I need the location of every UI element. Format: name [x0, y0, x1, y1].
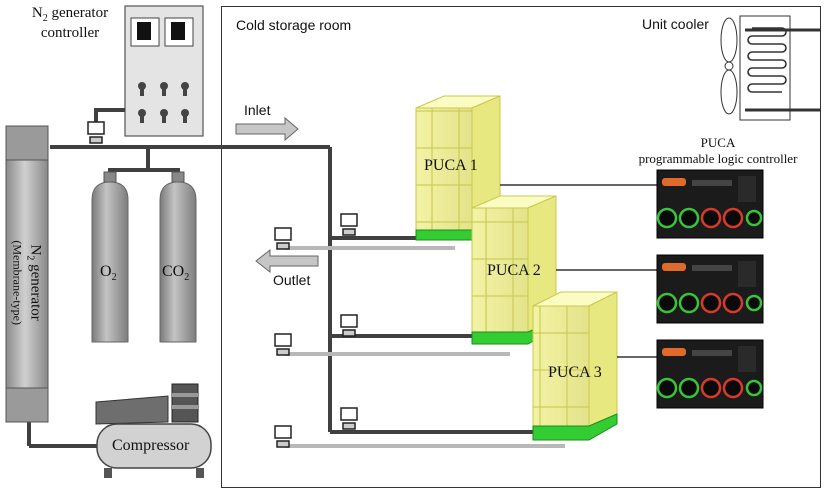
puca-2-label: PUCA 2	[487, 262, 541, 279]
cold-storage-room-boundary	[221, 6, 821, 488]
inlet-valve-1-icon	[340, 213, 358, 236]
outlet-label: Outlet	[273, 272, 311, 288]
unit-cooler-label: Unit cooler	[642, 16, 709, 32]
plc-panel-1	[656, 169, 764, 239]
plc-panel-2	[656, 254, 764, 324]
n2-controller-label: N2 generator controller	[31, 5, 109, 41]
unit-cooler	[720, 15, 821, 121]
cold-storage-room-label: Cold storage room	[236, 17, 352, 33]
outlet-valve-1-icon	[274, 227, 292, 250]
outlet-pipes	[285, 246, 565, 448]
inlet-arrow	[235, 116, 299, 142]
inlet-valve-2-icon	[340, 314, 358, 337]
generator-valve-icon	[87, 121, 105, 144]
co2-cylinder-label: CO2	[162, 263, 190, 284]
puca-1-label: PUCA 1	[424, 157, 478, 174]
plc-panel-3	[656, 339, 764, 409]
compressor-unit	[95, 383, 212, 478]
outlet-valve-2-icon	[274, 333, 292, 356]
o2-cylinder-label: O2	[100, 263, 117, 284]
puca-plc-heading: PUCA programmable logic controller	[638, 135, 798, 166]
n2-generator-column	[5, 125, 49, 423]
outlet-valve-3-icon	[274, 425, 292, 448]
plc-signal-lines	[500, 184, 657, 358]
inlet-valve-3-icon	[340, 407, 358, 430]
puca-3-container	[532, 291, 618, 441]
inlet-label: Inlet	[244, 102, 271, 118]
n2-generator-controller-panel	[124, 5, 204, 137]
co2-cylinder	[159, 171, 197, 343]
outlet-arrow	[255, 248, 319, 274]
puca-3-label: PUCA 3	[548, 364, 602, 381]
compressor-label: Compressor	[112, 437, 190, 454]
valve-monitors	[87, 121, 358, 448]
o2-cylinder	[91, 171, 129, 343]
n2-generator-label: N2 generator (Membrane-type)	[11, 240, 44, 325]
